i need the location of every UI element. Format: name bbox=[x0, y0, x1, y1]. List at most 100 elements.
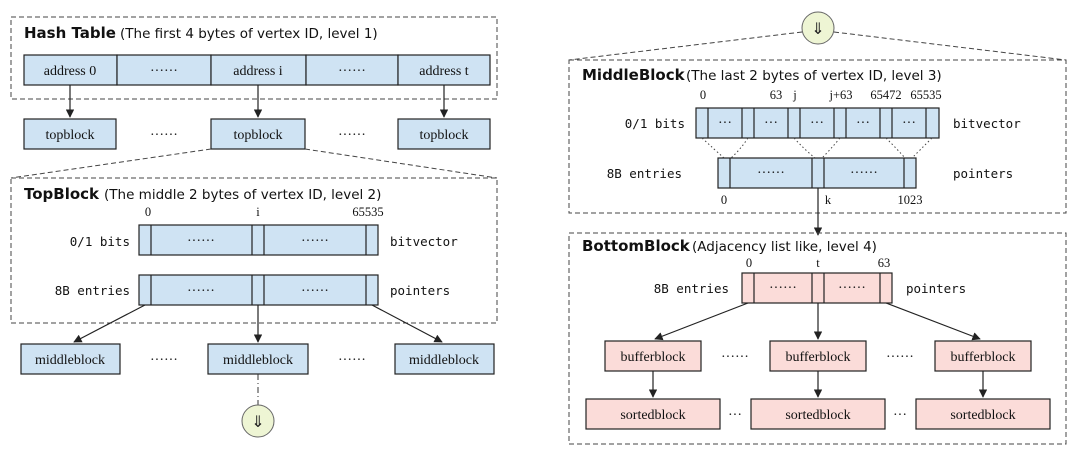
pointers-ellipsis: ······ bbox=[769, 281, 797, 296]
middleblock-label: middleblock bbox=[223, 353, 293, 368]
sortedblock-ellipsis: ··· bbox=[893, 408, 907, 423]
topblock-entries-label: 8B entries bbox=[55, 283, 130, 298]
pointers-ellipsis: ······ bbox=[757, 166, 785, 181]
hash-cell-dots-2 bbox=[305, 54, 399, 86]
topblock-box-0 bbox=[23, 118, 117, 150]
middleblock-label: middleblock bbox=[409, 353, 479, 368]
middleblock-pointers-label: pointers bbox=[953, 166, 1013, 181]
bufferblock-label: bufferblock bbox=[785, 350, 850, 365]
middleblock-title: MiddleBlock bbox=[582, 66, 686, 84]
topblock-box-t bbox=[397, 118, 491, 150]
topblock-title: TopBlock bbox=[24, 185, 100, 203]
sortedblock-box-63 bbox=[915, 398, 1051, 430]
bitvector-ellipsis: ······ bbox=[187, 234, 215, 249]
down-arrow-icon: ⇓ bbox=[811, 19, 824, 38]
topblock-pointers-label: pointers bbox=[390, 283, 450, 298]
bottomblock-title: BottomBlock bbox=[582, 237, 691, 255]
arrow-to-middleblock-0 bbox=[73, 304, 146, 343]
topblock-bitvector bbox=[138, 224, 379, 256]
topblock-label: topblock bbox=[234, 128, 283, 143]
bitvector-ellipsis: ··· bbox=[856, 116, 870, 131]
arrow-to-bufferblock-63 bbox=[885, 302, 981, 341]
middleblock-index-label: j+63 bbox=[828, 88, 852, 102]
hash-table-container bbox=[10, 16, 498, 100]
sortedblock-label: sortedblock bbox=[785, 408, 850, 423]
middleblock-index-label: 65472 bbox=[870, 88, 901, 102]
mapping-dotted-line bbox=[793, 137, 816, 159]
middleblock-index-label: 0 bbox=[700, 88, 706, 102]
topblock-subtitle: (The middle 2 bytes of vertex ID, level … bbox=[104, 187, 381, 203]
topblock-index-label: 65535 bbox=[352, 205, 383, 219]
mapping-dotted-line bbox=[821, 137, 841, 159]
sortedblock-ellipsis: ··· bbox=[728, 408, 742, 423]
middleblock-bits-label: 0/1 bits bbox=[625, 116, 685, 131]
sortedblock-box-0 bbox=[585, 398, 721, 430]
middleblock-ellipsis: ······ bbox=[150, 353, 178, 368]
hash-cell-label: ······ bbox=[338, 64, 366, 79]
bufferblock-ellipsis: ······ bbox=[721, 350, 749, 365]
bufferblock-label: bufferblock bbox=[950, 350, 1015, 365]
middleblock-box-t bbox=[394, 343, 495, 375]
middleblock-index-label: j bbox=[792, 88, 796, 102]
middleblock-ellipsis: ······ bbox=[338, 353, 366, 368]
bottomblock-container bbox=[568, 232, 1067, 445]
hash-table-subtitle: (The first 4 bytes of vertex ID, level 1… bbox=[120, 26, 378, 42]
bottomblock-index-label: t bbox=[816, 256, 820, 270]
bufferblock-box-t bbox=[769, 340, 867, 372]
sortedblock-box-t bbox=[750, 398, 886, 430]
hash-cell-label: address t bbox=[419, 64, 468, 79]
zoom-line-left bbox=[10, 148, 212, 179]
mapping-dotted-line bbox=[885, 137, 906, 159]
pointers-ellipsis: ······ bbox=[850, 166, 878, 181]
arrow-to-bufferblock-0 bbox=[654, 302, 749, 341]
topblock-box-i bbox=[210, 118, 306, 150]
middleblock-subtitle: (The last 2 bytes of vertex ID, level 3) bbox=[686, 68, 942, 84]
topblock-label: topblock bbox=[420, 128, 469, 143]
zoom-line-left bbox=[568, 31, 803, 61]
pointers-ellipsis: ······ bbox=[187, 284, 215, 299]
bufferblock-label: bufferblock bbox=[620, 350, 685, 365]
bottomblock-pointers-label: pointers bbox=[906, 281, 966, 296]
middleblock-entries-label: 8B entries bbox=[607, 166, 682, 181]
middleblock-bitvector-label: bitvector bbox=[953, 116, 1021, 131]
bottomblock-index-label: 63 bbox=[878, 256, 891, 270]
bufferblock-ellipsis: ······ bbox=[886, 350, 914, 365]
mapping-dotted-line bbox=[701, 137, 725, 159]
sortedblock-label: sortedblock bbox=[950, 408, 1015, 423]
hash-table-title: Hash Table bbox=[24, 24, 116, 42]
topblock-container bbox=[10, 177, 498, 324]
topblock-ellipsis: ······ bbox=[150, 128, 178, 143]
middleblock-bottom-label: 0 bbox=[721, 193, 727, 207]
middleblock-pointers bbox=[717, 157, 917, 189]
bottomblock-index-label: 0 bbox=[746, 256, 752, 270]
hash-cell-label: ······ bbox=[150, 64, 178, 79]
middleblock-bitvector bbox=[695, 107, 940, 139]
bufferblock-box-0 bbox=[604, 340, 702, 372]
bitvector-ellipsis: ··· bbox=[902, 116, 916, 131]
down-arrow-icon: ⇓ bbox=[251, 412, 264, 431]
bitvector-ellipsis: ··· bbox=[810, 116, 824, 131]
hash-cell-label: address i bbox=[233, 64, 282, 79]
bottomblock-subtitle: (Adjacency list like, level 4) bbox=[692, 239, 877, 255]
continuation-circle-right bbox=[801, 11, 835, 45]
bitvector-ellipsis: ··· bbox=[718, 116, 732, 131]
zoom-line-right bbox=[833, 31, 1067, 61]
topblock-ellipsis: ······ bbox=[338, 128, 366, 143]
continuation-circle-left bbox=[241, 404, 275, 438]
middleblock-box-i bbox=[207, 343, 309, 375]
pointers-ellipsis: ······ bbox=[301, 284, 329, 299]
hash-cell-label: address 0 bbox=[44, 64, 97, 79]
middleblock-index-label: 65535 bbox=[910, 88, 941, 102]
bottomblock-pointers bbox=[741, 272, 893, 304]
bitvector-ellipsis: ··· bbox=[764, 116, 778, 131]
mapping-dotted-line bbox=[730, 137, 749, 159]
topblock-label: topblock bbox=[46, 128, 95, 143]
topblock-pointers bbox=[138, 274, 379, 306]
arrow-to-middleblock-t bbox=[371, 304, 443, 343]
sortedblock-label: sortedblock bbox=[620, 408, 685, 423]
topblock-index-label: i bbox=[256, 205, 260, 219]
hash-cell-address-0 bbox=[23, 54, 118, 86]
hash-cell-dots-1 bbox=[116, 54, 212, 86]
